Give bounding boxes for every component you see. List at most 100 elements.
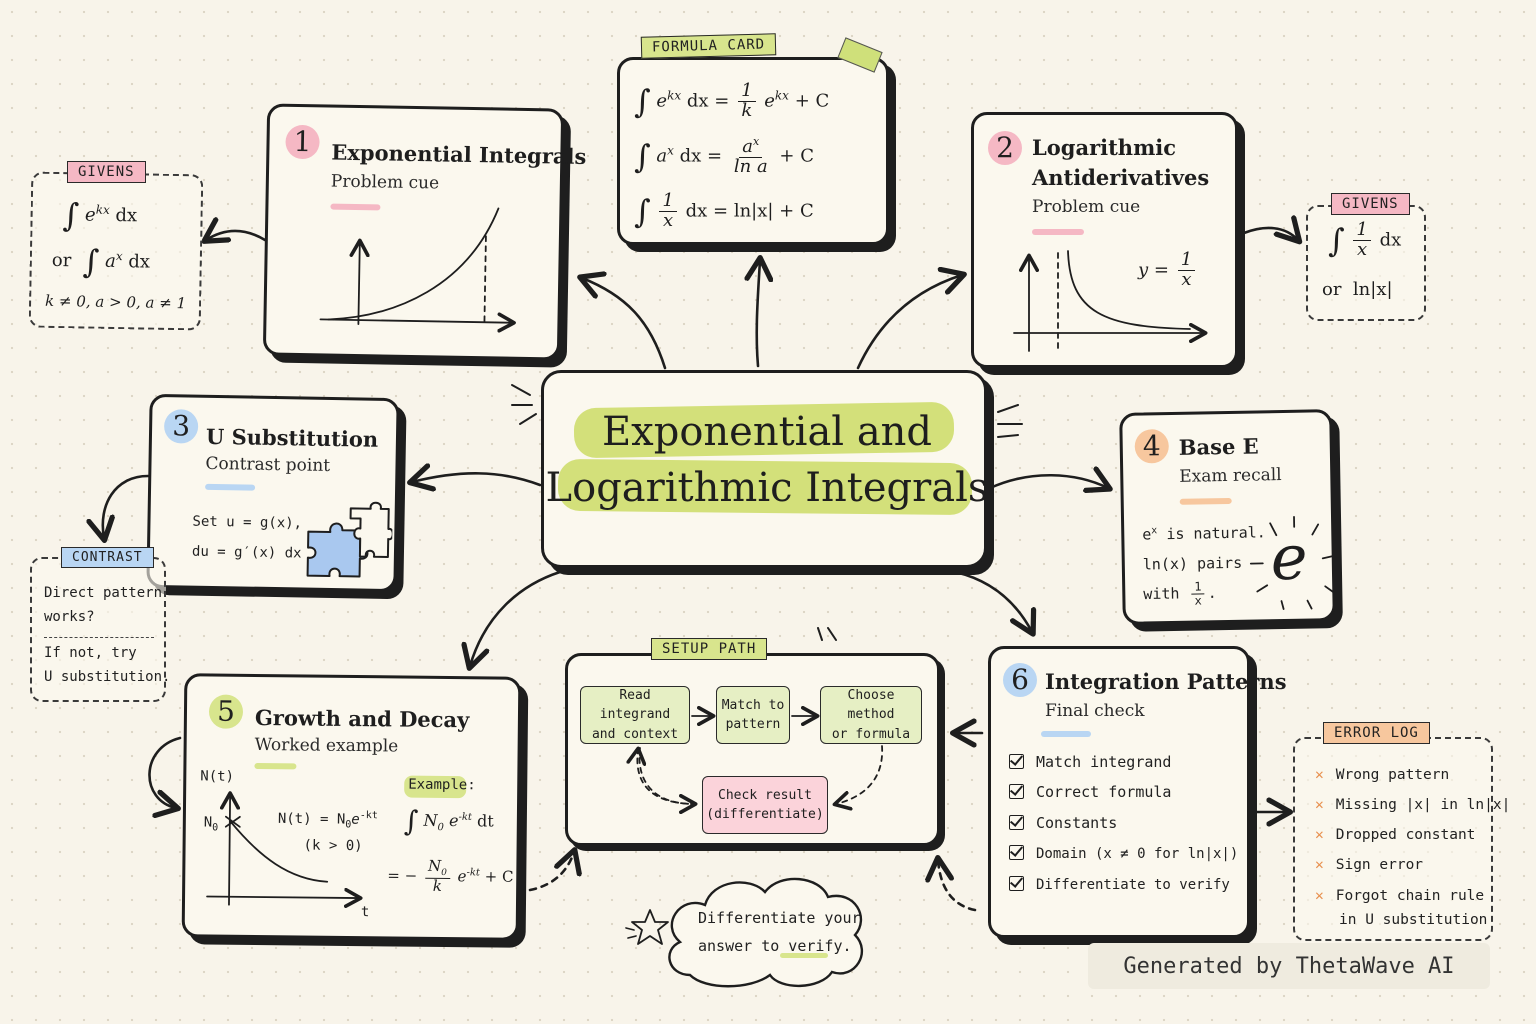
cloud-line2: answer to verify. (698, 937, 852, 955)
contrast-divider (44, 637, 154, 638)
arrow-card1-givens (206, 231, 267, 240)
star-icon (631, 909, 669, 945)
formula-card-tag: FORMULA CARD (640, 33, 777, 59)
card2-number-badge: 2 (988, 131, 1022, 165)
setup-step-check: Check result (differentiate) (702, 776, 828, 834)
card-growth-and-decay: 5 Growth and Decay Worked example N(t) N… (181, 673, 522, 941)
contrast-line4: U substitution. (44, 669, 171, 685)
givens-left-conditions: k ≠ 0, a > 0, a ≠ 1 (44, 291, 187, 313)
arrow-to-formula (757, 260, 760, 368)
card2-title-line1: Logarithmic (1032, 135, 1177, 160)
card-exponential-integrals: 1 Exponential Integrals Problem cue (262, 103, 587, 361)
arrow-to-card5 (470, 570, 562, 666)
card5-underline (254, 762, 297, 770)
givens-left-box: ∫ ekx dx or ∫ ax dx k ≠ 0, a > 0, a ≠ 1 (28, 171, 204, 331)
footer-watermark: Generated by ThetaWave AI (1088, 943, 1490, 989)
card4-line2: ln(x) pairs (1142, 553, 1243, 574)
setup-path-tag: SETUP PATH (651, 638, 768, 660)
card3-line2: du = g′(x) dx (191, 543, 302, 562)
error-item-dropped-constant: ✕Dropped constant (1315, 827, 1476, 843)
card5-example-label: Example: (408, 776, 476, 794)
arrow-to-card2 (856, 275, 962, 370)
arrow-card2-givens (1242, 228, 1298, 240)
givens-left-tag: GIVENS (67, 161, 146, 183)
arrow-card3-contrast (103, 474, 150, 538)
card5-title: Growth and Decay (254, 704, 470, 733)
card6-subtitle: Final check (1045, 701, 1145, 721)
exponential-curve-sketch (319, 207, 538, 337)
arrow-to-card4 (988, 475, 1108, 488)
card5-n0-label: N0 (203, 814, 219, 834)
card5-subtitle: Worked example (254, 734, 399, 757)
givens-left-line2: or ∫ ax dx (51, 242, 151, 281)
contrast-box: Direct pattern works? If not, try U subs… (30, 557, 170, 702)
card2-title-line2: Antiderivatives (1032, 165, 1210, 190)
error-item-chain-rule-cont: in U substitution (1339, 912, 1488, 928)
card-integration-patterns: 6 Integration Patterns Final check Match… (988, 646, 1287, 938)
arrow-to-card3 (412, 473, 542, 485)
check-item-match-integrand: Match integrand (1009, 753, 1171, 771)
card-u-substitution: 3 U Substitution Contrast point Set u = … (146, 393, 400, 593)
card3-line1: Set u = g(x), (192, 513, 303, 532)
cloud-line1: Differentiate your (698, 909, 861, 927)
card4-number-badge: 4 (1134, 429, 1170, 464)
givens-right-line2: or ln|x| (1322, 279, 1393, 300)
error-log-box: ✕Wrong pattern ✕Missing |x| in ln|x| ✕Dr… (1293, 737, 1510, 941)
check-item-constants: Constants (1009, 814, 1117, 832)
center-topic-card: Exponential and Logarithmic Integrals (541, 370, 989, 568)
arrow-to-card6 (953, 570, 1032, 632)
contrast-line3: If not, try (44, 645, 137, 661)
setup-flow-arrows (568, 656, 883, 846)
card5-x-axis-label: t (360, 904, 370, 921)
contrast-line1: Direct pattern (44, 585, 163, 601)
thought-cloud (668, 877, 864, 988)
check-item-differentiate: Differentiate to verify (1009, 876, 1230, 893)
card6-underline (1041, 731, 1091, 737)
card6-title: Integration Patterns (1045, 669, 1287, 694)
card5-model: N(t) = N0e-kt (277, 810, 378, 831)
arrow-to-card1 (582, 278, 667, 370)
card6-number-badge: 6 (1003, 663, 1037, 697)
contrast-tag: CONTRAST (61, 547, 154, 568)
card1-subtitle: Problem cue (330, 171, 440, 194)
arrow-into-card5 (148, 736, 182, 808)
card4-underline (1179, 497, 1232, 505)
error-item-chain-rule: ✕Forgot chain rule (1315, 888, 1485, 904)
reciprocal-curve-sketch (1013, 250, 1214, 352)
setup-step-choose: Choose method or formula (820, 686, 922, 744)
card3-number-badge: 3 (163, 409, 199, 444)
error-item-wrong-pattern: ✕Wrong pattern (1315, 767, 1450, 783)
puzzle-icon (306, 501, 393, 578)
card3-subtitle: Contrast point (205, 453, 331, 476)
setup-step-read: Read integrand and context (580, 686, 690, 744)
card-logarithmic-antiderivatives: 2 Logarithmic Antiderivatives Problem cu… (971, 112, 1238, 368)
card-base-e: 4 Base E Exam recall ex is natural. ln(x… (1119, 409, 1336, 625)
cloud-underline (780, 953, 828, 958)
error-item-missing-abs: ✕Missing |x| in ln|x| (1315, 797, 1511, 813)
setup-path-card: Read integrand and context Match to patt… (565, 653, 940, 846)
center-title-line1: Exponential and (601, 409, 933, 455)
givens-right-tag: GIVENS (1331, 193, 1410, 215)
card5-y-axis-label: N(t) (200, 768, 235, 785)
card2-subtitle: Problem cue (1032, 197, 1141, 217)
card3-title: U Substitution (205, 423, 379, 452)
card2-underline (1032, 229, 1084, 235)
decay-curve-sketch (206, 786, 370, 908)
card5-number-badge: 5 (208, 694, 244, 729)
card3-underline (205, 483, 256, 491)
card4-subtitle: Exam recall (1179, 465, 1282, 487)
error-log-tag: ERROR LOG (1323, 722, 1430, 744)
card1-title: Exponential Integrals (331, 139, 587, 170)
card5-example-integral: ∫ N0 e-kt dt (403, 804, 494, 838)
center-title-line2: Logarithmic Integrals (545, 465, 989, 511)
arrow-card5-setup (528, 852, 574, 892)
